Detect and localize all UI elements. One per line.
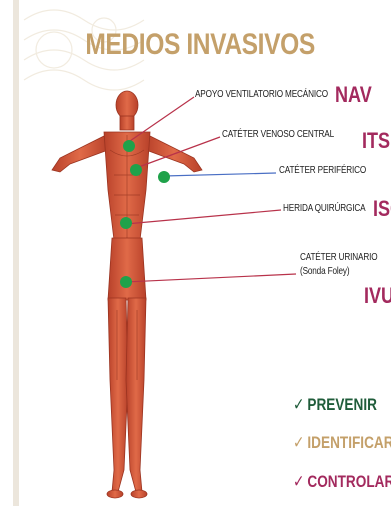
action-identificar: ✓IDENTIFICAR — [293, 433, 391, 453]
pointer-line-peripheral — [164, 173, 276, 176]
label-urinary: CATÉTER URINARIO — [300, 251, 377, 263]
check-icon: ✓ — [293, 433, 307, 453]
pointer-line-surgical-wound — [126, 210, 281, 224]
label-ventilator: APOYO VENTILATORIO MECÁNICO — [195, 88, 328, 100]
check-icon: ✓ — [293, 472, 307, 492]
pointer-line-urinary — [126, 274, 296, 282]
label-cvc: CATÉTER VENOSO CENTRAL — [222, 128, 334, 140]
action-controlar: ✓CONTROLAR — [293, 472, 391, 492]
label-peripheral: CATÉTER PERIFÉRICO — [279, 164, 366, 176]
code-ivu: IVU — [364, 283, 391, 309]
label-surgical-wound: HERIDA QUIRÚRGICA — [283, 202, 365, 214]
marker-ventilator — [123, 140, 135, 152]
action-prevenir: ✓PREVENIR — [293, 395, 377, 415]
check-icon: ✓ — [293, 395, 307, 415]
label-urinary-sub: (Sonda Foley) — [300, 265, 349, 277]
marker-urinary — [120, 276, 132, 288]
marker-surgical-wound — [120, 217, 132, 229]
pointer-lines — [126, 97, 296, 282]
pointer-line-ventilator — [130, 97, 194, 141]
code-isc: ISC — [373, 196, 391, 222]
code-nav: NAV — [335, 82, 372, 108]
code-its: ITS — [362, 128, 390, 154]
marker-peripheral — [158, 171, 170, 183]
marker-cvc — [130, 164, 142, 176]
